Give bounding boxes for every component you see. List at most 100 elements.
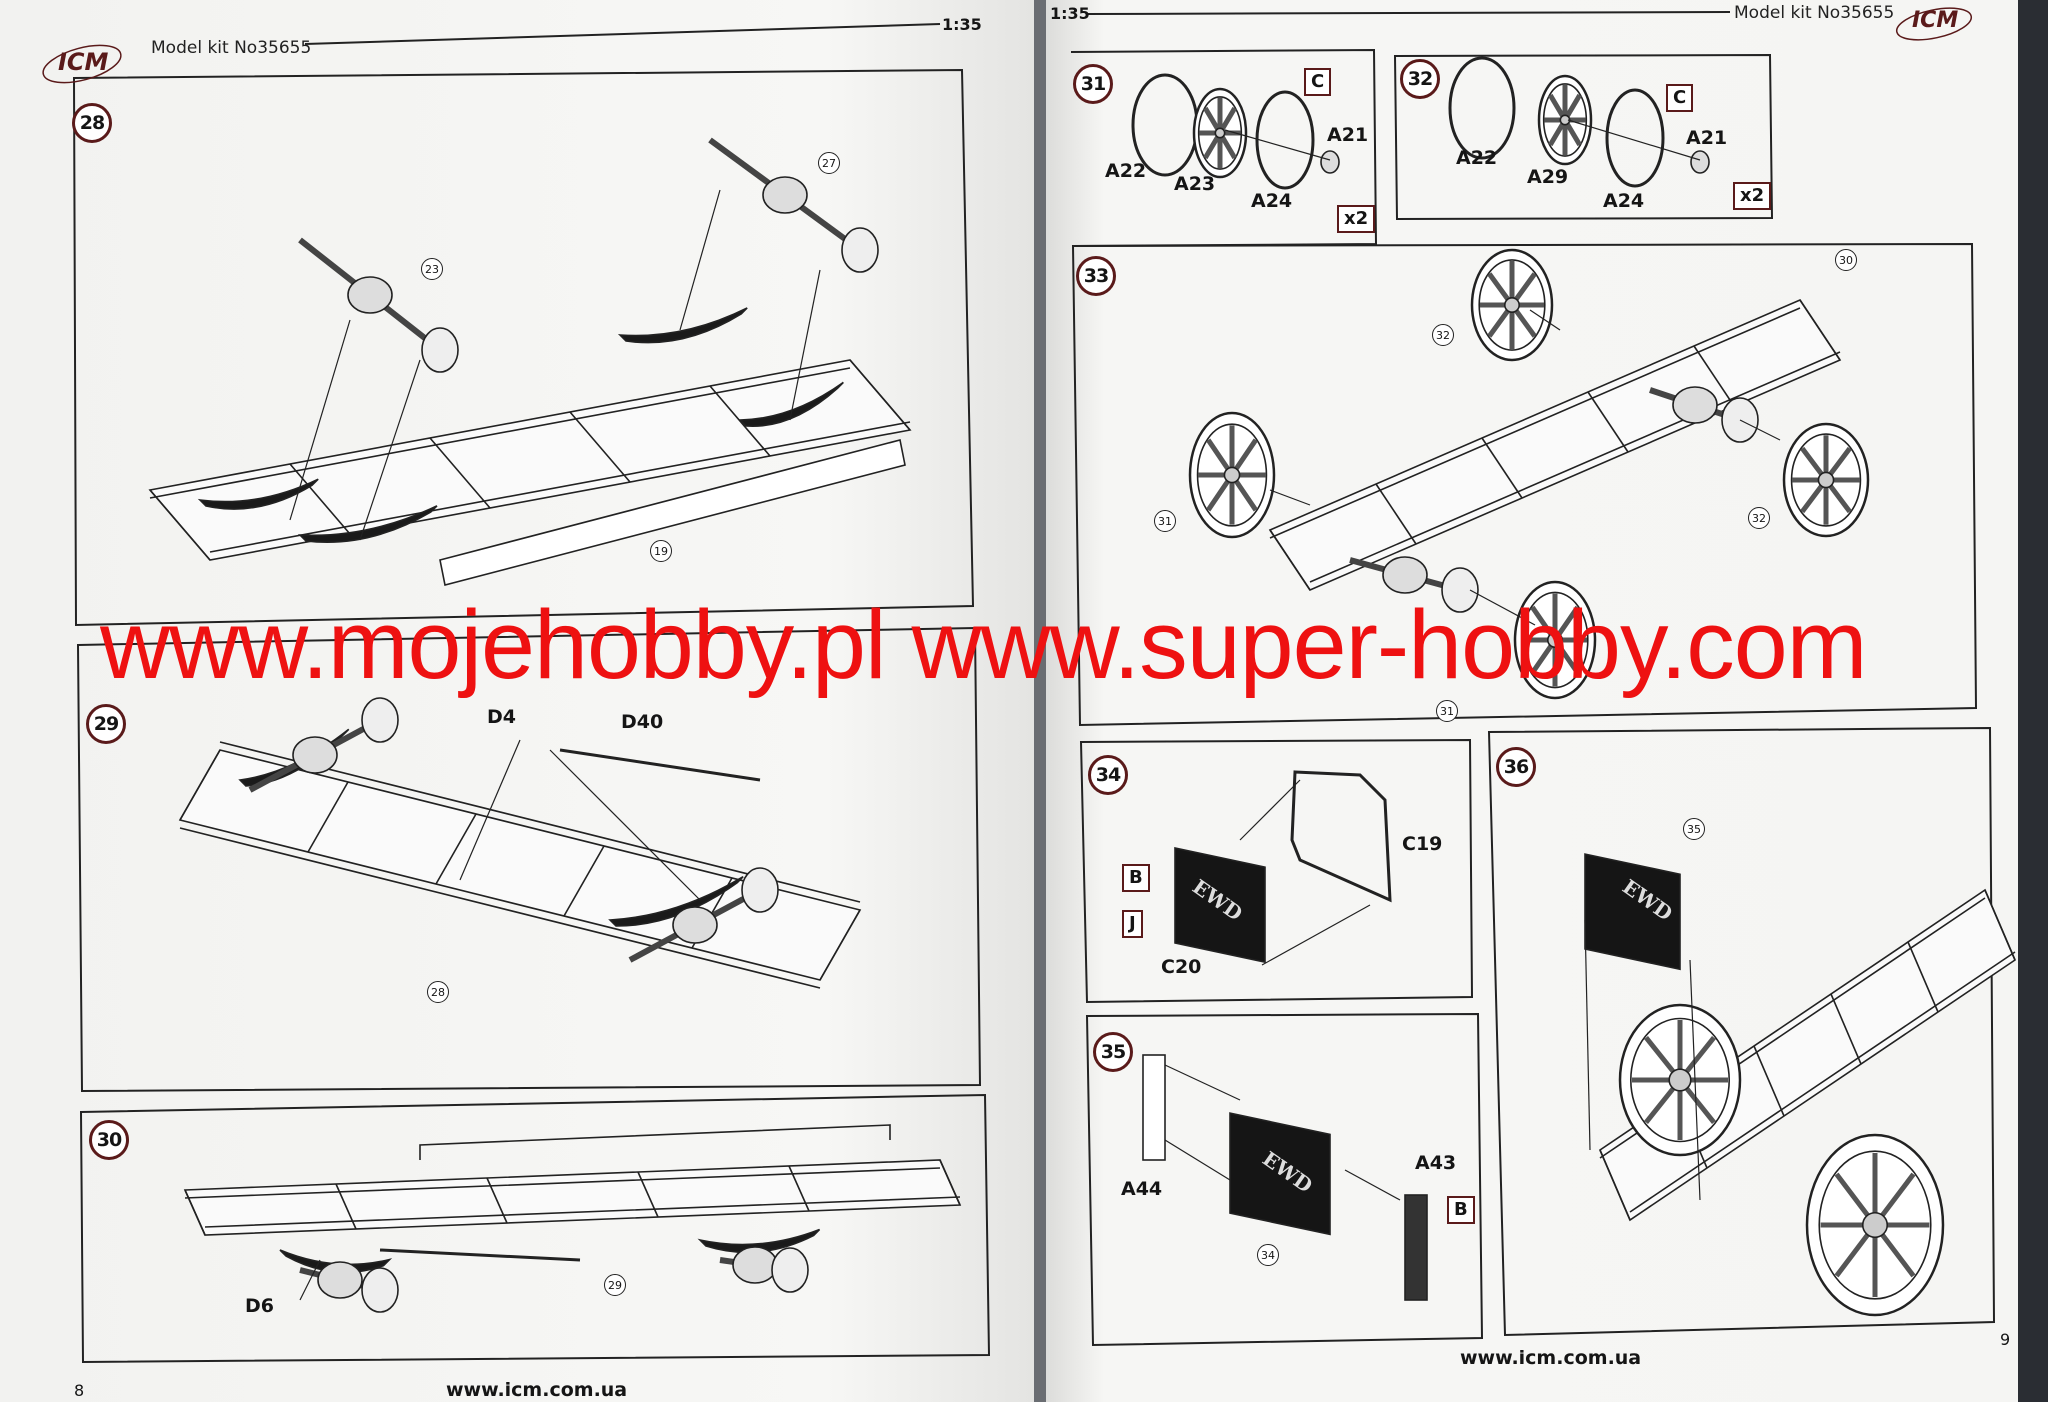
step28-front-axle-differential [347,276,393,314]
panel-frame-32 [1393,53,1774,221]
step32-wheel-a29-rim [1542,83,1588,157]
ref-step-23: 23 [421,258,443,280]
step36-chassis-cross-member [1907,941,1939,1013]
step30-arrow [299,1259,321,1301]
color-code-c: C [1666,84,1694,112]
step29-chassis-cross-member [819,909,861,981]
step29-chassis-frame-outline [178,749,862,981]
step36-radiator-core [1584,853,1681,971]
step30-front-axle-hub [361,1267,399,1313]
part-label-c20: C20 [1161,956,1202,978]
part-label-a22: A22 [1456,147,1498,169]
step30-chassis-cross-member [939,1159,961,1206]
step33-chassis-cross-member [1693,345,1735,407]
step-number-36: 36 [1496,747,1536,787]
step32-arrow [1567,119,1701,161]
step28-chassis-cross-member [289,463,351,535]
step-number-31: 31 [1073,64,1113,104]
step30-chassis-rail [184,1167,961,1228]
step33-arrow [1739,419,1781,441]
panel-frame-28 [72,68,975,627]
step30-chassis-cross-member [486,1177,508,1224]
step29-rear-axle-hub [741,867,779,913]
step30-chassis-cross-member [788,1165,810,1212]
step36-arrow [1584,919,1591,1151]
step29-chassis-cross-member [179,749,221,821]
panel-frame-30 [79,1093,991,1364]
scale-label: 1:35 [942,15,982,34]
color-code-b: B [1447,1196,1475,1224]
step33-wheel-rim [1478,259,1546,351]
step33-wheel-hub [1223,466,1241,484]
step-number-30: 30 [89,1120,129,1160]
step31-hubcap-a21 [1320,150,1340,174]
part-label-a43: A43 [1415,1152,1457,1174]
model-kit-number: Model kit No35655 [1734,3,1895,23]
step33-wheel-rim [1521,591,1589,689]
footer-website[interactable]: www.icm.com.ua [446,1379,628,1401]
step29-rear-axle-differential [672,906,718,944]
step28-leaf-spring [617,307,748,344]
step35-radiator-core [1229,1112,1331,1236]
step28-footboard [439,439,906,586]
step-number-33: 33 [1076,256,1116,296]
step28-arrow [289,319,351,521]
panel-frame-36 [1487,726,1996,1337]
page-number: 9 [2000,1330,2011,1349]
color-code-j: J [1122,910,1143,938]
step30-rear-axle-hub [771,1247,809,1293]
color-code-c: C [1304,68,1332,96]
step36-wheel-rim [1630,1017,1731,1143]
ref-step-31: 31 [1154,510,1176,532]
step28-leaf-spring [197,478,319,510]
step36-wheel-hub [1861,1211,1889,1239]
ref-step-32: 32 [1432,324,1454,346]
step36-chassis-cross-member [1984,889,2016,961]
step29-chassis-cross-member [563,845,605,917]
step28-chassis-rail [149,367,911,553]
panel-frame-35 [1085,1012,1484,1347]
step33-rear-axle-differential [1672,386,1718,424]
step29-front-axle-hub [361,697,399,743]
footer-website[interactable]: www.icm.com.ua [1460,1347,1642,1369]
quantity-x2: x2 [1733,182,1772,210]
step31-wheel-a23-rim [1197,96,1243,170]
step34-arrow [1239,779,1301,841]
step28-leaf-spring [738,381,844,428]
step29-front-axle-differential [292,736,338,774]
step33-arrow [1269,489,1311,506]
step33-chassis-cross-member [1799,299,1841,361]
step34-arrow [1261,904,1371,966]
step34-radiator-core [1174,847,1266,964]
step28-chassis-cross-member [429,437,491,509]
icm-logo: ICM [40,40,130,95]
step33-chassis-cross-member [1375,483,1417,545]
step36-wheel-rim [1818,1150,1932,1300]
step-number-35: 35 [1093,1032,1133,1072]
step28-leaf-spring [297,505,438,544]
step28-arrow [789,269,821,421]
part-label-d6: D6 [245,1295,274,1317]
scale-label: 1:35 [1050,4,1090,23]
part-label-a24: A24 [1251,190,1293,212]
step36-chassis-cross-member [1753,1045,1785,1117]
step31-arrow [1224,129,1331,161]
step32-tire-a22 [1448,56,1516,160]
part-label-a23: A23 [1174,173,1216,195]
ref-step-35: 35 [1683,818,1705,840]
step32-rim-a24 [1605,88,1665,188]
part-label-a21: A21 [1686,127,1728,149]
step36-wheel-hub [1668,1068,1692,1092]
ref-step-31: 31 [1436,700,1458,722]
step35-arrow [1344,1169,1401,1201]
icm-logo-text: ICM [1912,8,1959,33]
step35-side-panel-a43 [1404,1194,1428,1301]
step30-chassis-cross-member [637,1171,659,1218]
step33-wheel-hub [1504,296,1521,313]
panel-frame-33 [1071,242,1978,727]
icm-logo: ICM [1892,2,1982,51]
step33-front-axle-hub [1441,567,1479,613]
step29-drive-shaft [559,748,761,782]
step29-arrow [459,739,521,881]
